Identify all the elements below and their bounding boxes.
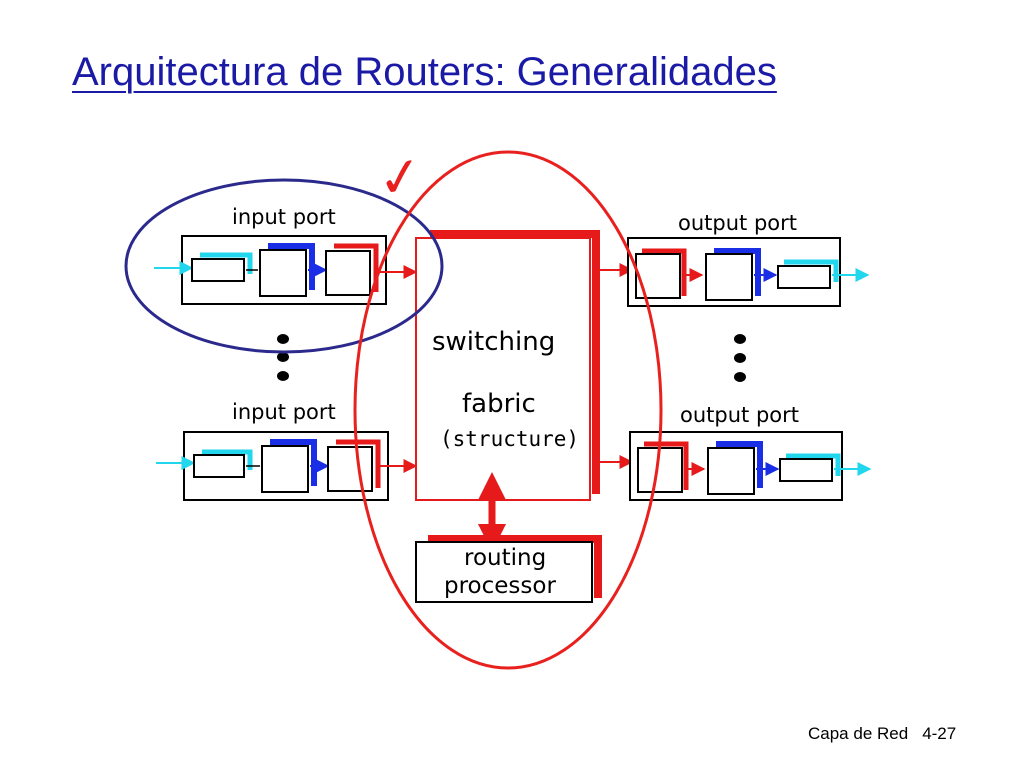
output-port-top: output port — [627, 211, 870, 307]
fabric-label-switching: switching — [432, 327, 555, 357]
fabric-label-structure: (structure) — [440, 427, 579, 451]
input-ports-ellipsis — [277, 334, 289, 381]
output-port-top-label: output port — [678, 211, 797, 235]
slide-title: Arquitectura de Routers: Generalidades — [72, 50, 777, 94]
routing-label-line2: processor — [444, 573, 556, 599]
footer-section: Capa de Red — [808, 724, 909, 743]
input-port-top-label: input port — [232, 205, 336, 229]
output-ports-ellipsis — [734, 334, 746, 382]
fabric-label-fabric: fabric — [462, 389, 536, 419]
routing-label-line1: routing — [464, 545, 546, 571]
input-port-highlight-ellipse — [124, 178, 444, 354]
routing-processor: routing processor — [415, 535, 602, 603]
fabric-highlight-ellipse — [353, 150, 663, 670]
input-port-bottom-label: input port — [232, 400, 336, 424]
slide-footer: Capa de Red 4-27 — [808, 724, 956, 744]
check-mark: ✓ — [373, 143, 427, 212]
footer-page-number: 4-27 — [922, 724, 957, 743]
input-port-top: input port — [154, 205, 418, 305]
output-port-bottom: output port — [629, 403, 872, 501]
output-port-bottom-label: output port — [680, 403, 799, 427]
input-port-bottom: input port — [156, 400, 418, 501]
switching-fabric: switching fabric (structure) — [415, 230, 600, 501]
